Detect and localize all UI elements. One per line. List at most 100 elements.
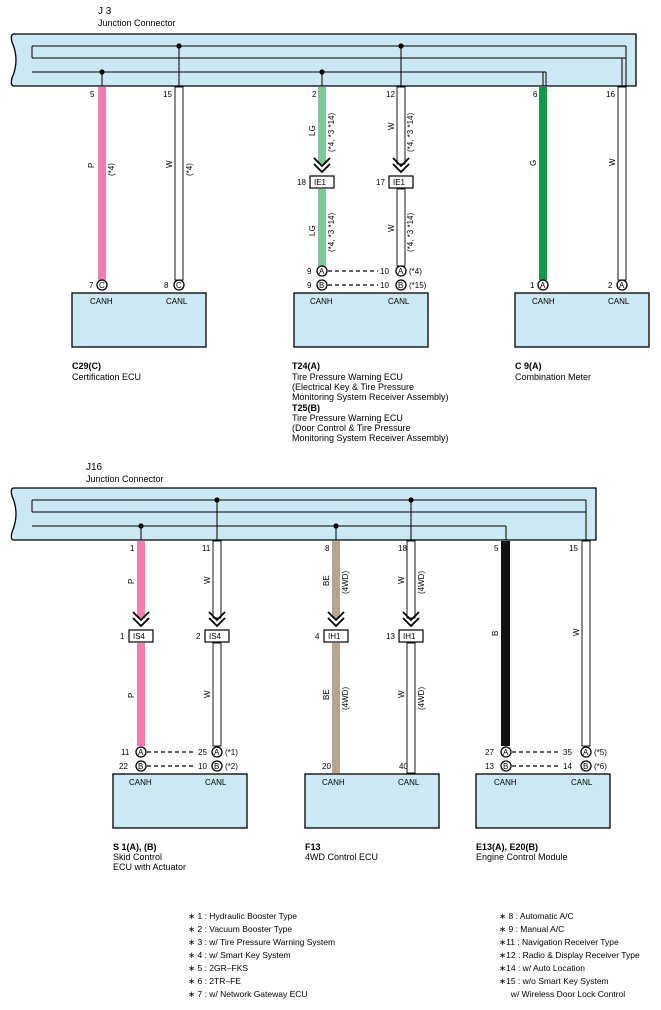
pin-terminal	[500, 760, 512, 772]
terminal-letter: B	[503, 762, 508, 771]
splice-code: IH1	[328, 632, 341, 641]
ecu-id: S 1(A), (B)	[113, 842, 157, 852]
pin-number: 2	[608, 281, 613, 290]
splice-ih1	[323, 629, 349, 643]
wire-note: (*4, *3 *14)	[327, 113, 336, 152]
splice-ih1	[398, 629, 424, 643]
pin-terminal	[616, 279, 628, 291]
wire-white	[212, 642, 222, 747]
ecu-name: Skid Control	[113, 852, 162, 862]
wire-green	[539, 87, 547, 280]
pin-terminal	[316, 265, 328, 277]
pin-terminal	[211, 746, 223, 758]
ecu-name: (Door Control & Tire Pressure	[292, 423, 411, 433]
chevron-down-icon	[392, 157, 410, 168]
wire-color-code: P	[127, 579, 136, 584]
splice-pin: 13	[386, 632, 395, 641]
canl-label: CANL	[388, 297, 410, 306]
wire-white	[406, 540, 416, 619]
terminal-letter: A	[540, 281, 546, 290]
connector-top-name: Junction Connector	[98, 18, 176, 28]
pin-number: 6	[533, 90, 538, 99]
legend-item: ∗ 5 : 2GR–FKS	[188, 963, 248, 973]
pin-terminal	[173, 279, 185, 291]
chevron-down-icon	[313, 163, 331, 174]
wire-color-code: BE	[322, 689, 331, 700]
canh-label: CANH	[322, 778, 345, 787]
legend-item: ∗11 : Navigation Receiver Type	[499, 937, 619, 947]
pin-terminal	[580, 760, 592, 772]
ecu-certification	[71, 292, 207, 348]
wire-white	[174, 86, 184, 281]
splice-code: IS4	[209, 632, 222, 641]
splice-code: IE1	[314, 178, 327, 187]
legend-item: ∗ 7 : w/ Network Gateway ECU	[188, 989, 308, 999]
pin-terminal	[395, 265, 407, 277]
terminal-letter: C	[176, 281, 182, 290]
chevron-down-icon	[327, 617, 345, 628]
wire-lightgreen	[318, 87, 326, 164]
ecu-name: 4WD Control ECU	[305, 852, 378, 862]
wire-color-code: W	[397, 576, 406, 584]
legend-item: ∗ 8 : Automatic A/C	[499, 911, 574, 921]
pin-number: 5	[90, 90, 95, 99]
pin-number: 13	[485, 762, 494, 771]
wire-color-code: W	[387, 122, 396, 130]
pin-terminal	[96, 279, 108, 291]
legend-item: ∗15 : w/o Smart Key System	[499, 976, 609, 986]
wire-color-code: W	[203, 576, 212, 584]
canh-label: CANH	[494, 778, 517, 787]
ecu-combination-meter	[514, 292, 650, 348]
wire-note: (4WD)	[341, 687, 350, 710]
pin-number: 1	[530, 281, 535, 290]
terminal-letter: A	[214, 748, 220, 757]
wire-note: (*4, *3 *14)	[327, 213, 336, 252]
chevron-down-icon	[208, 617, 226, 628]
ecu-skid-control	[112, 773, 248, 829]
pin-number: 2	[312, 90, 317, 99]
wire-note: (4WD)	[341, 571, 350, 594]
junction-connector-j16	[10, 487, 597, 541]
legend-item: ∗ 4 : w/ Smart Key System	[188, 950, 291, 960]
pin-number: 18	[398, 544, 407, 553]
splice-pin: 2	[196, 632, 201, 641]
wire-lightgreen	[318, 189, 326, 266]
wire-note: (*4)	[107, 163, 116, 176]
pin-number: 9	[307, 281, 312, 290]
terminal-letter: A	[503, 748, 509, 757]
terminal-letter: B	[214, 762, 219, 771]
wire-color-code: W	[608, 158, 617, 166]
chevron-down-icon	[392, 163, 410, 174]
wire-white	[617, 86, 627, 281]
legend-item: w/ Wireless Door Lock Control	[499, 989, 625, 999]
legend-item: ∗14 : w/ Auto Location	[499, 963, 585, 973]
pin-note: (*5)	[594, 748, 607, 757]
wire-beige	[332, 541, 340, 618]
wire-pink	[137, 541, 145, 618]
wire-color-code: W	[572, 628, 581, 636]
splice-pin: 1	[120, 632, 125, 641]
wire-color-code: W	[387, 224, 396, 232]
pin-number: 15	[163, 90, 172, 99]
junction-connector-j3	[10, 33, 637, 87]
canh-label: CANH	[310, 297, 333, 306]
wire-color-code: P	[127, 693, 136, 698]
splice-pin: 18	[297, 178, 306, 187]
terminal-letter: B	[398, 281, 403, 290]
terminal-letter: A	[138, 748, 144, 757]
wire-note: (4WD)	[417, 687, 426, 710]
legend-item: ∗ 9 : Manual A/C	[499, 924, 564, 934]
wire-color-code: LG	[308, 225, 317, 236]
wire-black	[501, 541, 510, 746]
ecu-id: T25(B)	[292, 403, 320, 413]
ecu-name: Tire Pressure Warning ECU	[292, 413, 403, 423]
ecu-engine-control	[475, 773, 611, 829]
splice-pin: 4	[315, 632, 320, 641]
wire-white	[406, 642, 416, 774]
ecu-name: ECU with Actuator	[113, 862, 186, 872]
pin-note: (*4)	[409, 267, 422, 276]
terminal-letter: B	[583, 762, 588, 771]
chevron-down-icon	[402, 611, 420, 622]
pin-terminal	[580, 746, 592, 758]
